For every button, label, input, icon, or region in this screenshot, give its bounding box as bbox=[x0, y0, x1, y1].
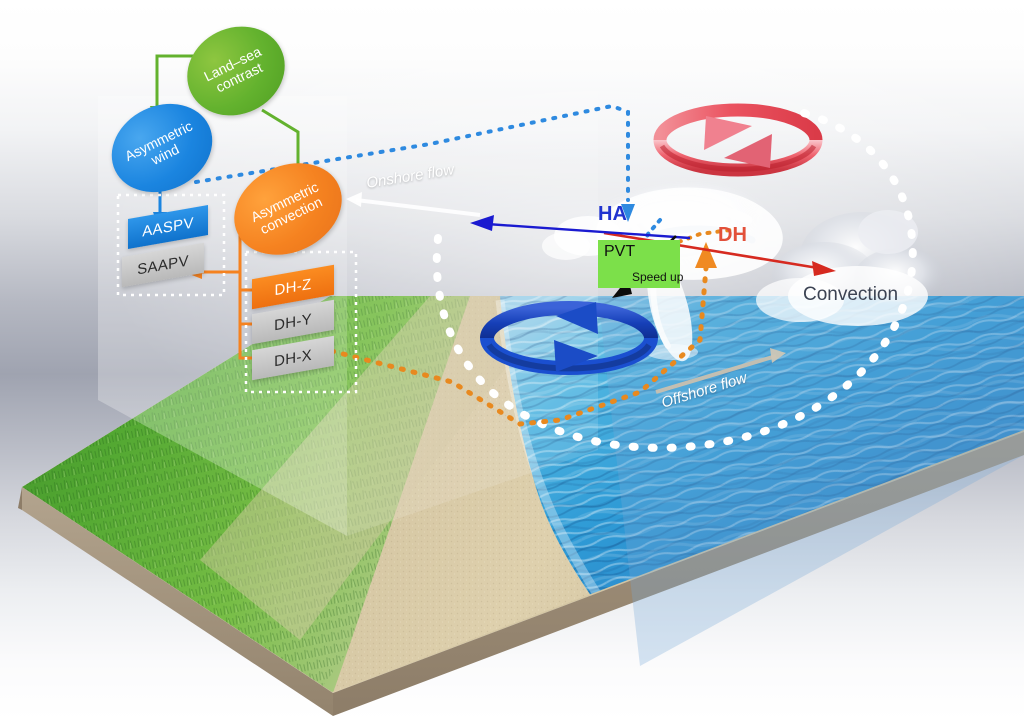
pvt-label: PVT bbox=[604, 243, 636, 260]
dh-label: DH bbox=[718, 224, 747, 246]
cut-plane-mid bbox=[347, 60, 598, 536]
onshore-flow-arrow bbox=[355, 198, 481, 217]
box-dh-z-label: DH-Z bbox=[274, 275, 312, 299]
dh-group-outline bbox=[244, 250, 358, 394]
orange-path-arrowhead bbox=[695, 242, 717, 268]
offshore-flow-arrowhead bbox=[770, 348, 786, 363]
node-land-sea-contrast-label: Land–sea contrast bbox=[201, 43, 265, 96]
cut-plane-ocean bbox=[598, 296, 1024, 666]
blue-path-arrowhead bbox=[621, 204, 635, 222]
node-asymmetric-wind-label: Asymmetric wind bbox=[122, 117, 195, 168]
box-dh-x-label: DH-X bbox=[274, 346, 312, 370]
speed-up-label: Speed up bbox=[632, 270, 684, 284]
offshore-flow-arrow bbox=[655, 354, 777, 394]
blue-arrow-head bbox=[470, 215, 494, 231]
red-arrow-line bbox=[603, 231, 819, 270]
convection-cloud bbox=[756, 210, 946, 326]
ocean-surface-circulation-arrow bbox=[480, 301, 658, 375]
aaspv-group-outline bbox=[116, 193, 226, 297]
white-dotted-loop bbox=[432, 108, 917, 452]
red-arrow-head bbox=[812, 261, 836, 276]
box-dh-y-label: DH-Y bbox=[274, 310, 312, 334]
blue-arrow-line bbox=[486, 222, 691, 240]
orange-dotted-path bbox=[317, 265, 709, 427]
upper-air-circulation-arrow bbox=[653, 103, 823, 177]
node-asymmetric-convection-label: Asymmetric convection bbox=[248, 178, 325, 238]
box-saapv-label: SAAPV bbox=[137, 251, 189, 279]
box-aaspv-label: AASPV bbox=[142, 213, 194, 241]
ha-label: HA bbox=[598, 203, 627, 225]
convection-label: Convection bbox=[803, 284, 899, 305]
onshore-flow-arrowhead bbox=[346, 192, 362, 207]
pvt-box[interactable]: PVT bbox=[598, 240, 680, 288]
